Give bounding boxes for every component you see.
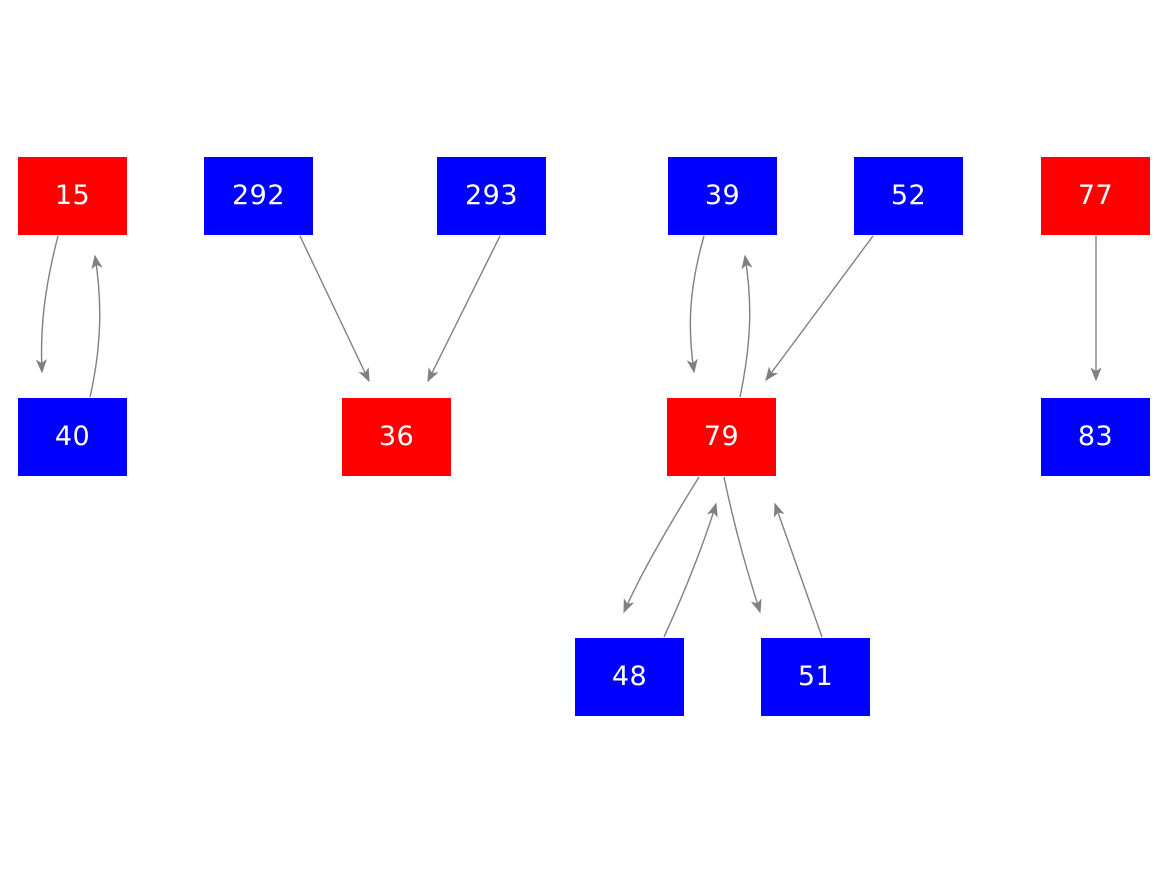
graph-node-292[interactable]: 292 — [204, 157, 313, 235]
graph-edge-52-to-79 — [765, 235, 874, 382]
graph-node-51[interactable]: 51 — [761, 638, 870, 716]
graph-node-293[interactable]: 293 — [437, 157, 546, 235]
graph-edge-39-to-79 — [686, 235, 705, 374]
graph-node-77[interactable]: 77 — [1041, 157, 1150, 235]
graph-node-label: 83 — [1077, 420, 1114, 452]
graph-node-39[interactable]: 39 — [668, 157, 777, 235]
graph-node-52[interactable]: 52 — [854, 157, 963, 235]
graph-edge-79-to-48 — [623, 476, 700, 614]
graph-node-label: 79 — [703, 420, 740, 452]
graph-node-label: 39 — [704, 179, 741, 211]
graph-node-79[interactable]: 79 — [667, 398, 776, 476]
graph-edge-293-to-36 — [427, 235, 501, 383]
graph-node-40[interactable]: 40 — [18, 398, 127, 476]
graph-node-label: 36 — [378, 420, 415, 452]
graph-edge-40-to-15 — [89, 254, 103, 398]
edges-group — [35, 235, 1102, 638]
graph-node-label: 48 — [611, 660, 648, 692]
graph-edge-15-to-40 — [35, 235, 59, 374]
graph-node-label: 52 — [890, 179, 927, 211]
graph-node-label: 77 — [1077, 179, 1114, 211]
graph-node-label: 15 — [54, 179, 91, 211]
graph-node-15[interactable]: 15 — [18, 157, 127, 235]
graph-node-48[interactable]: 48 — [575, 638, 684, 716]
graph-node-label: 293 — [464, 179, 519, 211]
graph-edge-79-to-39 — [739, 254, 753, 398]
graph-node-label: 40 — [54, 420, 91, 452]
graph-edge-79-to-51 — [723, 476, 762, 614]
graph-node-label: 292 — [231, 179, 286, 211]
graph-edge-292-to-36 — [299, 235, 370, 383]
graph-edge-51-to-79 — [773, 502, 823, 638]
graph-node-36[interactable]: 36 — [342, 398, 451, 476]
graph-node-83[interactable]: 83 — [1041, 398, 1150, 476]
graph-node-label: 51 — [797, 660, 834, 692]
graph-edge-48-to-79 — [663, 502, 718, 638]
